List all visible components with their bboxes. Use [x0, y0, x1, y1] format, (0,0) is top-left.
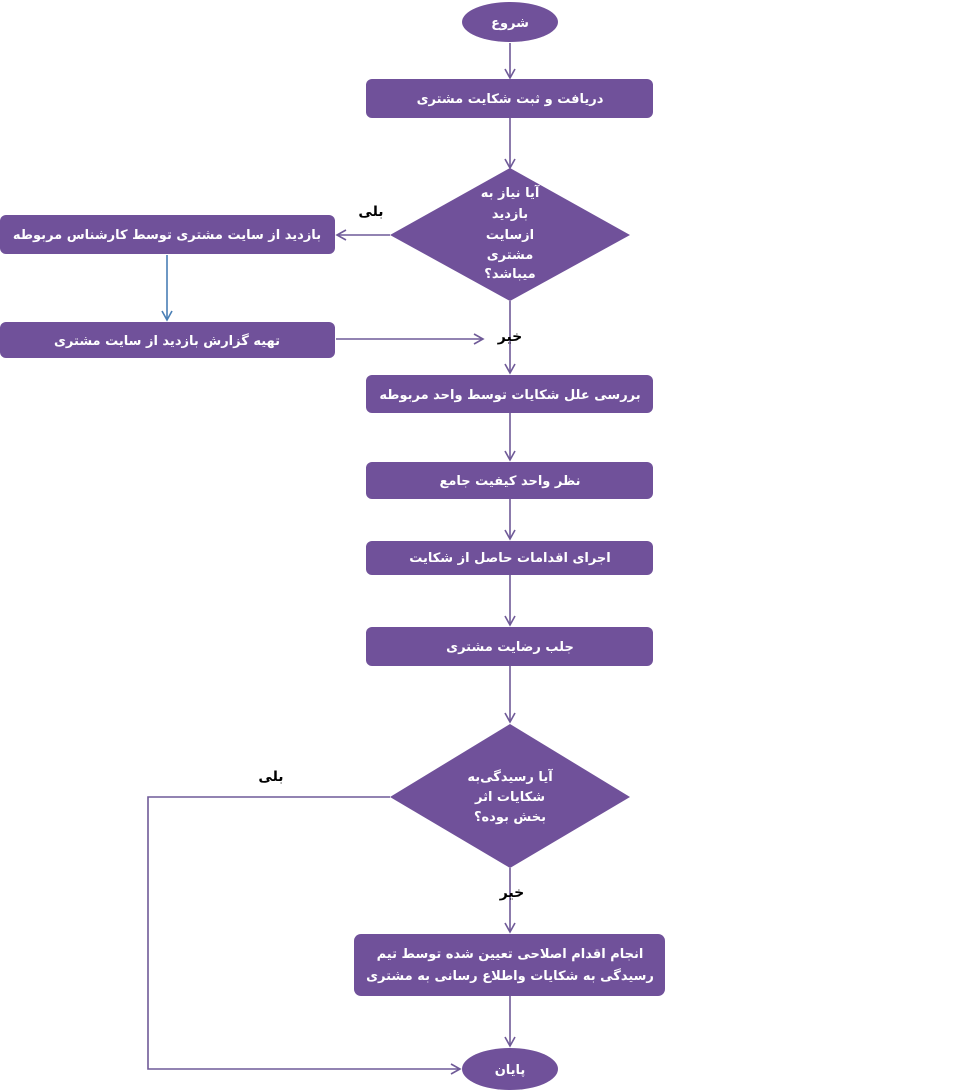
- review-causes-box: بررسی علل شکایات توسط واحد مربوطه: [366, 375, 653, 413]
- decision-site-visit: آیا نیاز به بازدید ازسایت مشتری میباشد؟: [390, 168, 630, 301]
- customer-satisfaction-label: جلب رضایت مشتری: [446, 640, 574, 655]
- site-visit-box: بازدید از سایت مشتری توسط کارشناس مربوطه: [0, 215, 335, 254]
- corrective-action-line-2: رسیدگی به شکایات واطلاع رسانی به مشتری: [366, 968, 654, 984]
- corrective-action-box: انجام اقدام اصلاحی تعیین شده توسط تیم رس…: [354, 934, 665, 996]
- decision2-no-label: خیر: [499, 885, 525, 901]
- connector-decision2-end: [147, 796, 462, 1075]
- end-node: پایان: [462, 1048, 558, 1090]
- connectors: [147, 43, 516, 1075]
- start-node-label: شروع: [491, 16, 529, 31]
- start-node: شروع: [462, 2, 558, 42]
- decision-effective-line-1: آیا رسیدگی‌به: [467, 768, 553, 785]
- visit-report-box: تهیه گزارش بازدید از سایت مشتری: [0, 322, 335, 358]
- decision-site-visit-line-3: ازسایت: [486, 228, 534, 243]
- visit-report-label: تهیه گزارش بازدید از سایت مشتری: [54, 333, 280, 349]
- corrective-action-line-1: انجام اقدام اصلاحی تعیین شده توسط تیم: [377, 947, 644, 962]
- decision-site-visit-line-4: مشتری: [487, 248, 534, 263]
- site-visit-label: بازدید از سایت مشتری توسط کارشناس مربوطه: [13, 228, 321, 243]
- quality-unit-box: نظر واحد کیفیت جامع: [366, 462, 653, 499]
- decision2-yes-label: بلی: [258, 769, 283, 785]
- execute-actions-label: اجرای اقدامات حاصل از شکایت: [409, 551, 611, 566]
- decision-site-visit-line-5: میباشد؟: [484, 267, 535, 282]
- decision-site-visit-line-1: آیا نیاز به: [481, 184, 540, 201]
- customer-satisfaction-box: جلب رضایت مشتری: [366, 627, 653, 666]
- receive-complaint-label: دریافت و ثبت شکایت مشتری: [417, 92, 604, 107]
- quality-unit-label: نظر واحد کیفیت جامع: [439, 474, 580, 489]
- decision1-no-label: خیر: [497, 329, 523, 345]
- end-node-label: پایان: [495, 1063, 526, 1078]
- decision-site-visit-line-2: بازدید: [492, 207, 528, 222]
- decision-effective: آیا رسیدگی‌به شکایات اثر بخش بوده؟: [390, 724, 630, 868]
- receive-complaint-box: دریافت و ثبت شکایت مشتری: [366, 79, 653, 118]
- decision1-yes-label: بلی: [358, 204, 383, 220]
- review-causes-label: بررسی علل شکایات توسط واحد مربوطه: [379, 388, 640, 403]
- decision-effective-line-2: شکایات اثر: [474, 790, 545, 805]
- execute-actions-box: اجرای اقدامات حاصل از شکایت: [366, 541, 653, 575]
- decision-effective-line-3: بخش بوده؟: [474, 810, 546, 825]
